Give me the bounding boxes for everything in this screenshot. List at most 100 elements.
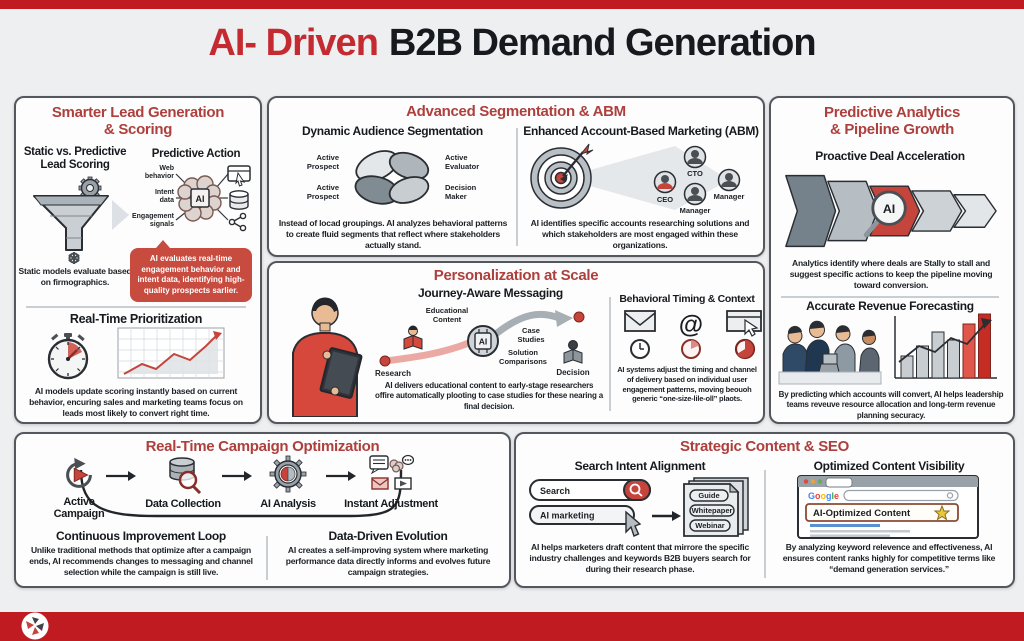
forecast-bar-chart xyxy=(894,313,997,379)
svg-text:AI: AI xyxy=(479,337,488,347)
search-icon xyxy=(946,492,954,499)
behavioral-timing-title: Behavioral Timing & Context xyxy=(619,293,755,305)
email-icon xyxy=(624,310,656,332)
step-label-instant-adjustment: Instant Adjustment xyxy=(344,498,438,510)
bottom-accent-bar xyxy=(0,612,1024,641)
pipeline-icon: AI xyxy=(785,174,997,248)
pred-heading-line2: & Pipeline Growth xyxy=(829,121,955,139)
divider xyxy=(781,296,999,298)
content-visibility-caption: By analyzing keyword relevence and effec… xyxy=(782,542,996,575)
small-gear-icon xyxy=(68,252,80,264)
loop-path xyxy=(79,469,403,518)
svg-text:AI: AI xyxy=(883,202,895,216)
journey-messaging-title: Journey-Aware Messaging xyxy=(418,286,563,300)
divider xyxy=(266,536,268,580)
avatar-ceo: CEO xyxy=(653,170,677,204)
revenue-caption: By predicting which accounts will conver… xyxy=(778,390,1004,420)
ai-analysis-icon xyxy=(269,455,307,493)
search-intent-caption: AI helps marketers draft content that mi… xyxy=(529,542,751,575)
panel-segmentation-abm: Advanced Segmentation & ABM Dynamic Audi… xyxy=(267,96,765,257)
personalization-heading: Personalization at Scale xyxy=(433,267,599,284)
data-evolution-caption: AI creates a self-improving system where… xyxy=(285,545,491,578)
deal-acceleration-title: Proactive Deal Acceleration xyxy=(815,149,965,163)
seg-heading: Advanced Segmentation & ABM xyxy=(406,103,626,120)
active-campaign-icon xyxy=(66,457,92,488)
window-dot-yellow xyxy=(810,479,816,484)
campaign-heading: Real-Time Campaign Optimization xyxy=(145,438,380,455)
svg-text:Search: Search xyxy=(540,486,570,496)
search-intent-graphic: Search AI marketing Guide Whitepaper Web… xyxy=(529,477,749,537)
title-accent: AI- Driven xyxy=(208,22,378,64)
panel-predictive-analytics: Predictive Analytics& Pipeline Growth Pr… xyxy=(769,96,1015,424)
abm-title: Enhanced Account-Based Marketing (ABM) xyxy=(523,124,759,138)
step-label-ai-analysis: AI Analysis xyxy=(260,498,316,510)
transition-arrow-icon xyxy=(112,200,129,230)
top-accent-bar xyxy=(0,0,1024,9)
svg-text:Decision: Decision xyxy=(556,368,589,377)
ai-optimized-result: AI-Optimized Content xyxy=(805,503,959,522)
search-icon xyxy=(629,483,641,495)
static-scoring-title: Static vs. Predictive xyxy=(23,146,127,158)
at-symbol-icon: @ xyxy=(679,311,703,339)
panel-campaign-optimization: Real-Time Campaign Optimization Active C… xyxy=(14,432,511,588)
clock-icon-2 xyxy=(681,339,701,359)
reader-early-icon xyxy=(403,325,423,350)
static-scoring-caption: Static models evaluate based on firmogra… xyxy=(18,266,132,288)
clock-icon-3 xyxy=(734,338,756,360)
query-pill: AI marketing xyxy=(529,505,635,525)
growth-chart-icon xyxy=(117,327,225,379)
ai-chip-icon: AI xyxy=(467,325,499,357)
svg-text:AI: AI xyxy=(196,194,205,204)
svg-text:Guide: Guide xyxy=(698,491,719,500)
window-dot-red xyxy=(803,479,809,484)
avatar-cto: CTO xyxy=(683,145,707,178)
cursor-icon xyxy=(625,510,642,537)
svg-text:Webinar: Webinar xyxy=(695,521,725,530)
lead-heading-line2: & Scoring xyxy=(103,121,173,139)
content-visibility-title: Optimized Content Visibility xyxy=(813,459,965,473)
title-rest: B2B Demand Generation xyxy=(388,22,817,64)
divider xyxy=(609,297,611,411)
pred-heading-line1: Predictive Analytics xyxy=(823,104,960,121)
ai-magnifier-icon: AI xyxy=(863,190,907,238)
realtime-caption: AI models update scoring instantly based… xyxy=(29,386,243,419)
svg-text:Research: Research xyxy=(375,369,411,378)
static-scoring-title2: Lead Scoring xyxy=(40,159,110,172)
person-tablet-illustration xyxy=(292,297,363,417)
search-field xyxy=(843,489,959,502)
svg-text:Manager: Manager xyxy=(714,192,745,201)
dynamic-seg-caption: Instead of locad groupings. AI analyzes … xyxy=(278,218,508,251)
divider xyxy=(516,128,518,246)
meeting-illustration xyxy=(778,320,882,385)
instant-adjustment-icon xyxy=(369,454,414,490)
brand-logo-icon xyxy=(21,612,49,640)
step-label-active-campaign: Active Campaign xyxy=(53,496,105,521)
google-logo: Google xyxy=(808,491,839,501)
content-doc-stack: Guide Whitepaper Webinar xyxy=(683,477,749,537)
lead-funnel-icon xyxy=(32,176,110,264)
share-network-icon xyxy=(228,212,247,232)
clock-icon-1 xyxy=(630,339,650,359)
flow-arrow-icon xyxy=(326,471,356,481)
lead-ai-callout: AI evaluates real-time engagement behavi… xyxy=(130,239,252,303)
svg-text:AI-Optimized Content: AI-Optimized Content xyxy=(813,508,911,519)
panel-lead-generation: Smarter Lead Generation& Scoring Static … xyxy=(14,96,262,424)
stopwatch-icon xyxy=(47,333,89,380)
browser-mockup: Google AI-Optimized Content xyxy=(797,475,979,539)
realtime-prioritization-title: Real-Time Prioritization xyxy=(69,312,203,326)
improvement-loop-title: Continuous Improvement Loop xyxy=(56,529,226,543)
avatar-manager-bottom: Manager xyxy=(680,182,711,215)
abm-caption: AI identifies specific accounts research… xyxy=(530,218,750,251)
target-icon xyxy=(530,143,594,209)
timing-icons: @ xyxy=(624,310,762,360)
